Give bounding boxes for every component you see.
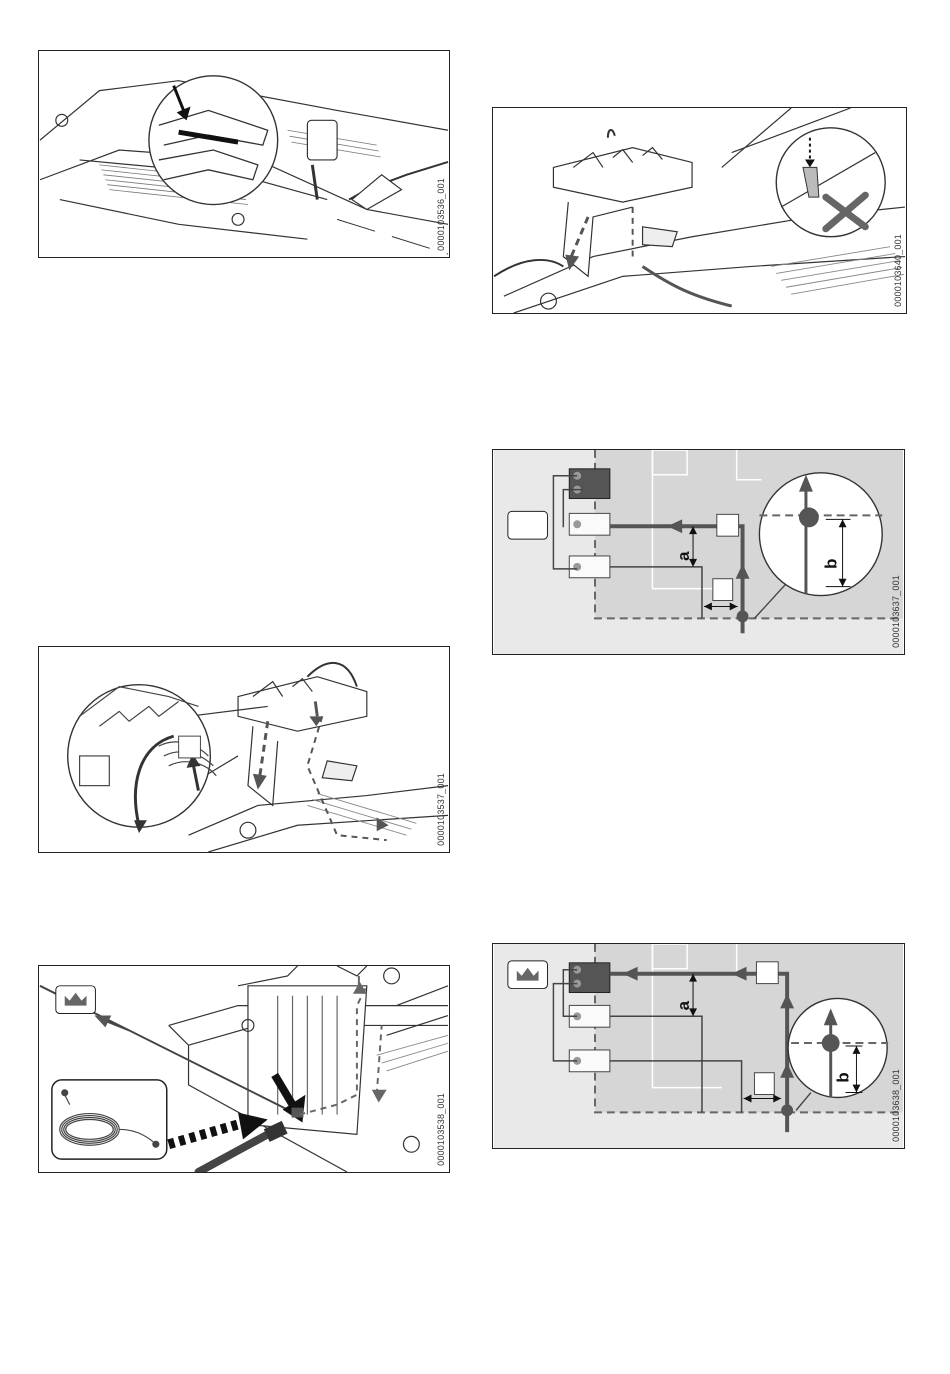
figure-1-illustration [39, 51, 449, 257]
base-station-box [508, 511, 548, 539]
figure-5-illustration [39, 966, 449, 1172]
figure-id: 0000103637_001 [891, 575, 901, 648]
figure-4-cable-guide-detail: 0000103537_001 [38, 646, 450, 853]
figure-id: 0000103638_001 [891, 1069, 901, 1142]
figure-id: 0000103537_001 [436, 773, 446, 846]
figure-2-cable-routing-no-clip: 0000103640_001 [492, 107, 907, 314]
distance-a-label: a [674, 1000, 693, 1010]
figure-5-perimeter-wire-connection: 0000103538_001 [38, 965, 450, 1173]
distance-b-label: b [822, 559, 841, 569]
figure-6-diagram: a b [493, 944, 904, 1148]
figure-id: 0000103640_001 [893, 234, 903, 307]
figure-3-diagram: a b [493, 450, 904, 654]
figure-2-illustration [493, 108, 906, 313]
figure-3-plan-diagram: a b 0000103637_001 [492, 449, 905, 655]
figure-4-illustration [39, 647, 449, 852]
distance-b-label: b [834, 1072, 853, 1082]
detail-circle [759, 473, 882, 596]
figure-6-plan-diagram: a b 0000103638_001 [492, 943, 905, 1149]
figure-id: 0000103536_001 [436, 178, 446, 251]
distance-a-label: a [674, 551, 693, 561]
figure-1-mower-release-tool: 0000103536_001 [38, 50, 450, 258]
figure-id: 0000103538_001 [436, 1093, 446, 1166]
